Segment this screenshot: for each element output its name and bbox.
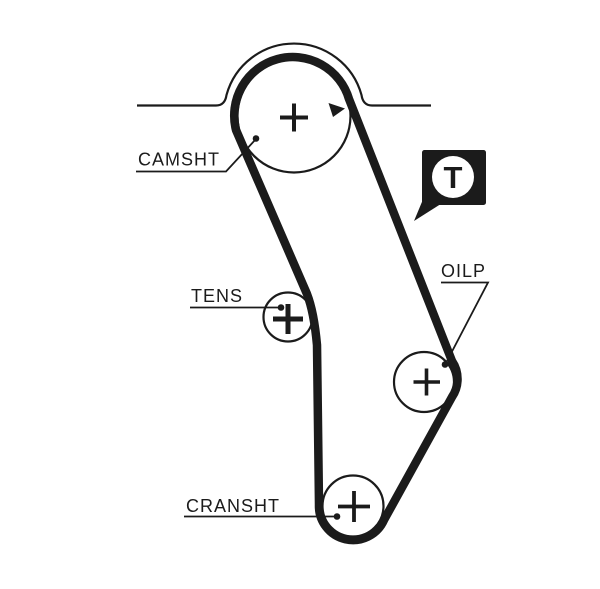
camshaft-center-mark-icon [280,103,308,132]
tensioner-leader-dot [277,304,285,311]
engine-cover-outline [137,42,431,107]
crankshaft-leader-dot [333,513,341,520]
oil-pump-center-mark-icon [413,368,440,396]
tensioner-label: TENS [191,286,243,306]
oil-pump-label: OILP [441,261,486,281]
camshaft-label: CAMSHT [138,150,220,170]
t-icon: T [444,160,463,195]
crankshaft-label: CRANSHT [186,496,280,516]
oil-pump-leader-dot [441,361,449,368]
belt-direction-arrow-icon [328,103,345,117]
oil-pump-leader-line [441,281,490,364]
timing-belt [230,52,462,545]
camshaft-leader-line [136,138,257,173]
tensioner-center-mark-icon [273,304,303,334]
crankshaft-center-mark-icon [338,491,370,522]
tensioner-marker-badge: T [414,150,486,221]
camshaft-leader-dot [252,135,260,142]
badge-circle [432,156,474,198]
